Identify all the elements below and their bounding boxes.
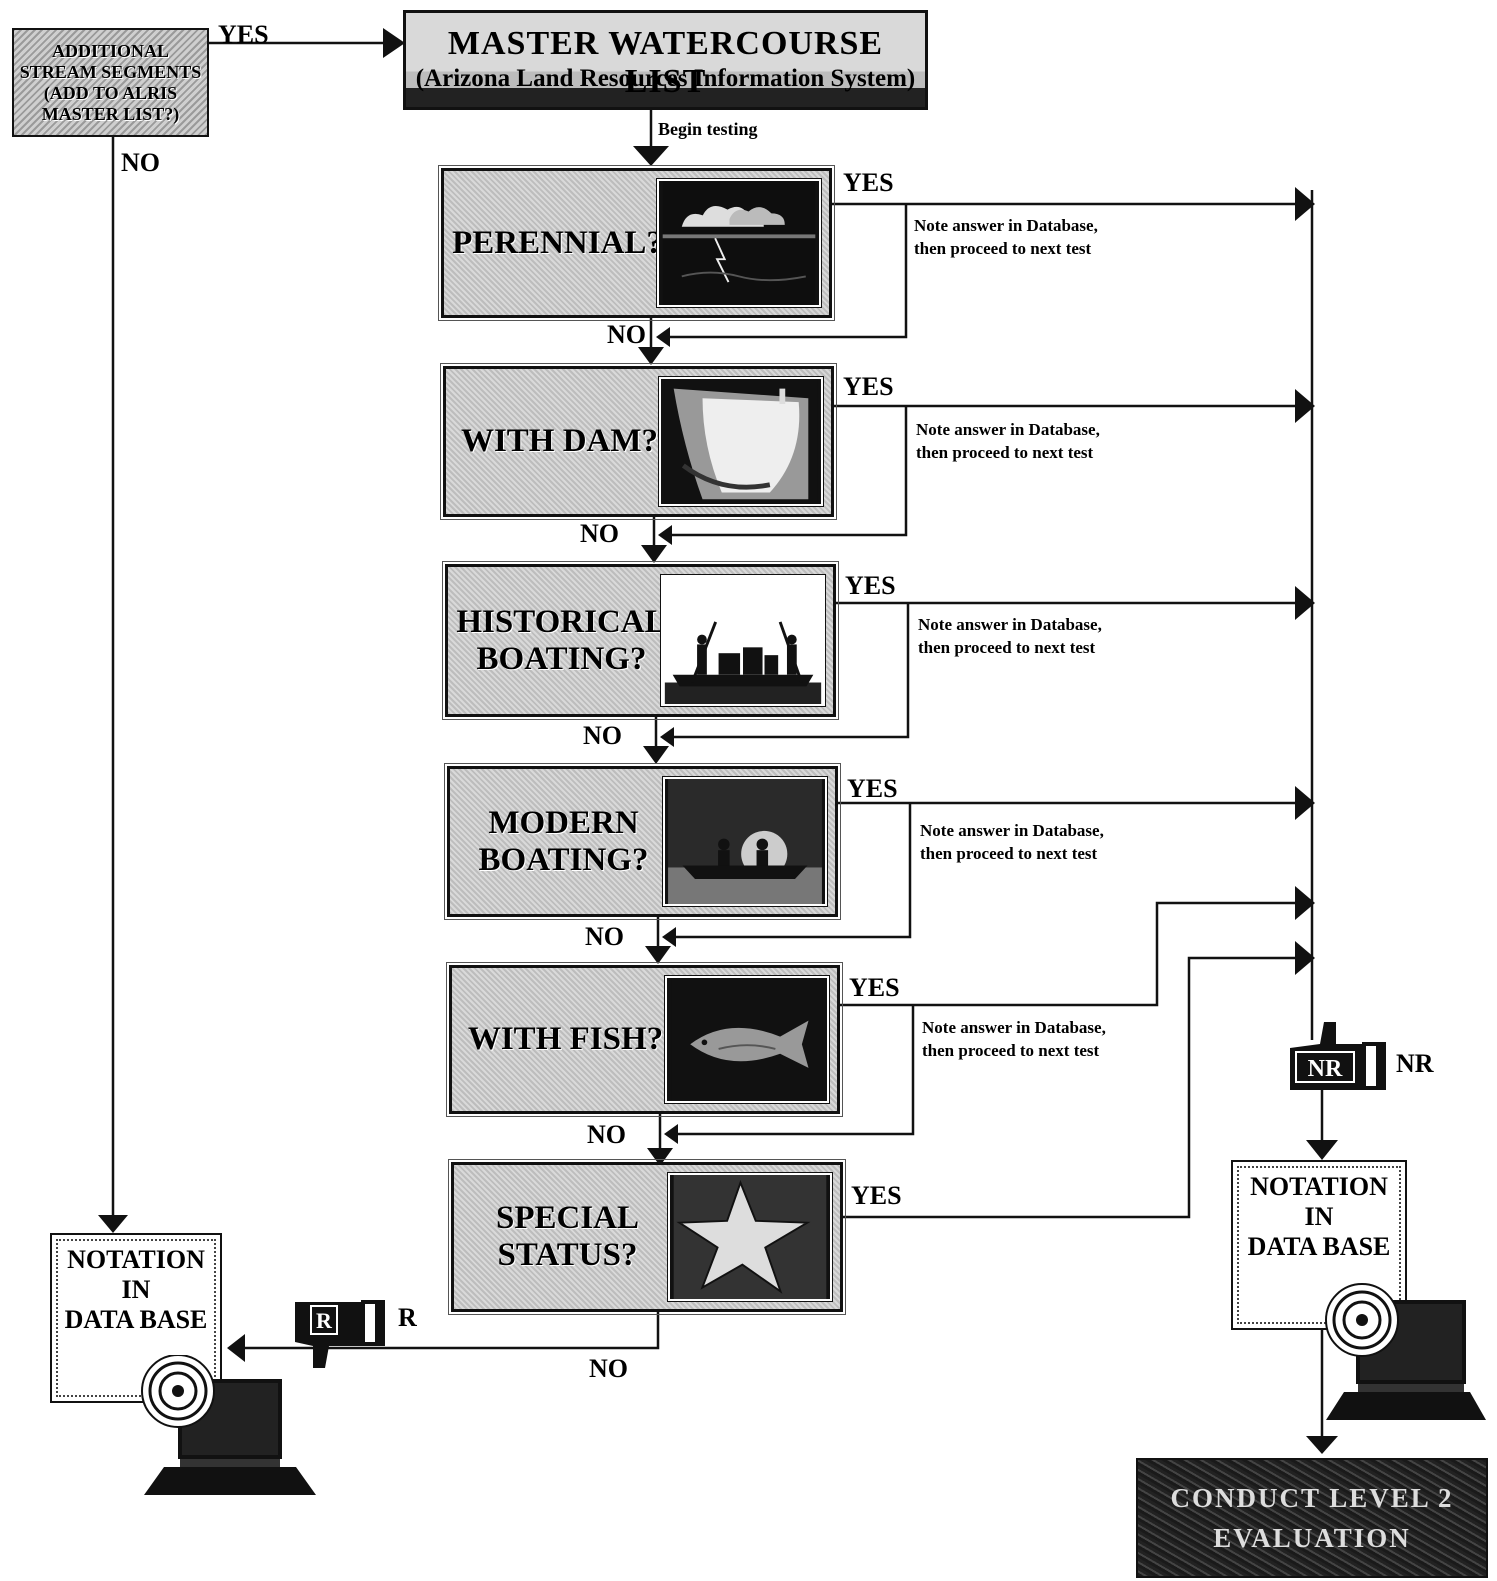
dam-note: Note answer in Database, then proceed to… — [916, 418, 1100, 464]
notation-right-line2: IN — [1304, 1202, 1334, 1231]
perennial-note: Note answer in Database, then proceed to… — [914, 214, 1098, 260]
nr-badge-text: NR — [1308, 1056, 1343, 1082]
dam-no-label: NO — [580, 519, 619, 548]
additional-stream-segments-box: ADDITIONAL STREAM SEGMENTS (ADD TO ALRIS… — [12, 28, 209, 137]
modern-no-label: NO — [585, 922, 624, 951]
fish-note: Note answer in Database, then proceed to… — [922, 1016, 1106, 1062]
level2-line1: CONDUCT LEVEL 2 — [1170, 1483, 1454, 1513]
modern-note: Note answer in Database, then proceed to… — [920, 819, 1104, 865]
notation-right-line1: NOTATION — [1250, 1172, 1388, 1201]
fish-note-line2: then proceed to next test — [922, 1041, 1100, 1060]
test-with-dam-box: WITH DAM? — [440, 363, 837, 520]
historical-boat-icon — [660, 574, 826, 707]
level2-line2: EVALUATION — [1213, 1523, 1411, 1553]
historical-no-label: NO — [583, 721, 622, 750]
test-with-dam-label: WITH DAM? — [460, 423, 659, 459]
master-watercourse-list-box: MASTER WATERCOURSE LIST (Arizona Land Re… — [403, 10, 928, 110]
modern-note-line1: Note answer in Database, — [920, 821, 1104, 840]
dam-note-line1: Note answer in Database, — [916, 420, 1100, 439]
fish-yes-label: YES — [849, 973, 900, 1002]
master-title: MASTER WATERCOURSE LIST — [447, 25, 884, 100]
master-subtitle: (Arizona Land Resources Information Syst… — [415, 65, 916, 92]
perennial-yes-label: YES — [843, 168, 894, 197]
conduct-level-2-evaluation-box: CONDUCT LEVEL 2 EVALUATION — [1136, 1458, 1488, 1578]
fish-icon — [664, 975, 830, 1104]
historical-yes-label: YES — [845, 571, 896, 600]
test-perennial-label: PERENNIAL? — [452, 224, 663, 261]
notation-left-line1: NOTATION — [67, 1245, 205, 1274]
perennial-no-label: NO — [607, 320, 646, 349]
notation-left-line3: DATA BASE — [64, 1305, 208, 1334]
test-historical-boating-box: HISTORICAL BOATING? — [442, 561, 839, 720]
test-with-fish-label: WITH FISH? — [467, 1021, 664, 1057]
notation-database-left: NOTATION IN DATA BASE — [50, 1233, 222, 1403]
historical-note-line2: then proceed to next test — [918, 638, 1096, 657]
dam-note-line2: then proceed to next test — [916, 443, 1094, 462]
thumbs-up-nr-icon: NR — [1286, 1018, 1390, 1103]
test-special-status-label: SPECIAL STATUS? — [495, 1200, 640, 1273]
test-perennial-box: PERENNIAL? — [438, 165, 835, 321]
dam-yes-label: YES — [843, 372, 894, 401]
fish-note-line1: Note answer in Database, — [922, 1018, 1106, 1037]
perennial-note-line1: Note answer in Database, — [914, 216, 1098, 235]
test-special-status-box: SPECIAL STATUS? — [448, 1159, 846, 1315]
perennial-note-line2: then proceed to next test — [914, 239, 1092, 258]
notation-right-line3: DATA BASE — [1247, 1232, 1391, 1261]
test-historical-boating-label: HISTORICAL BOATING? — [456, 603, 667, 677]
test-modern-boating-label: MODERN BOATING? — [478, 804, 649, 878]
storm-cloud-lightning-icon — [656, 178, 822, 308]
special-no-label: NO — [589, 1354, 628, 1383]
historical-note-line1: Note answer in Database, — [918, 615, 1102, 634]
computer-disk-icon-right — [1320, 1280, 1490, 1430]
modern-note-line2: then proceed to next test — [920, 844, 1098, 863]
notation-left-line2: IN — [121, 1275, 151, 1304]
r-badge-text: R — [316, 1308, 333, 1333]
dam-icon — [658, 376, 824, 507]
begin-testing-label: Begin testing — [658, 119, 758, 139]
additional-stream-segments-label: ADDITIONAL STREAM SEGMENTS (ADD TO ALRIS… — [19, 40, 202, 124]
canoe-icon — [662, 776, 828, 907]
test-with-fish-box: WITH FISH? — [446, 962, 843, 1117]
source-yes-label: YES — [218, 20, 269, 49]
test-modern-boating-box: MODERN BOATING? — [444, 763, 841, 920]
historical-note: Note answer in Database, then proceed to… — [918, 613, 1102, 659]
fish-no-label: NO — [587, 1120, 626, 1149]
special-yes-label: YES — [851, 1181, 902, 1210]
modern-yes-label: YES — [847, 774, 898, 803]
computer-disk-icon-left — [140, 1354, 320, 1505]
star-icon — [667, 1172, 833, 1302]
thumbs-down-r-icon: R — [287, 1294, 387, 1379]
nr-label: NR — [1396, 1049, 1434, 1078]
source-no-label: NO — [121, 148, 160, 177]
r-label: R — [398, 1303, 417, 1332]
